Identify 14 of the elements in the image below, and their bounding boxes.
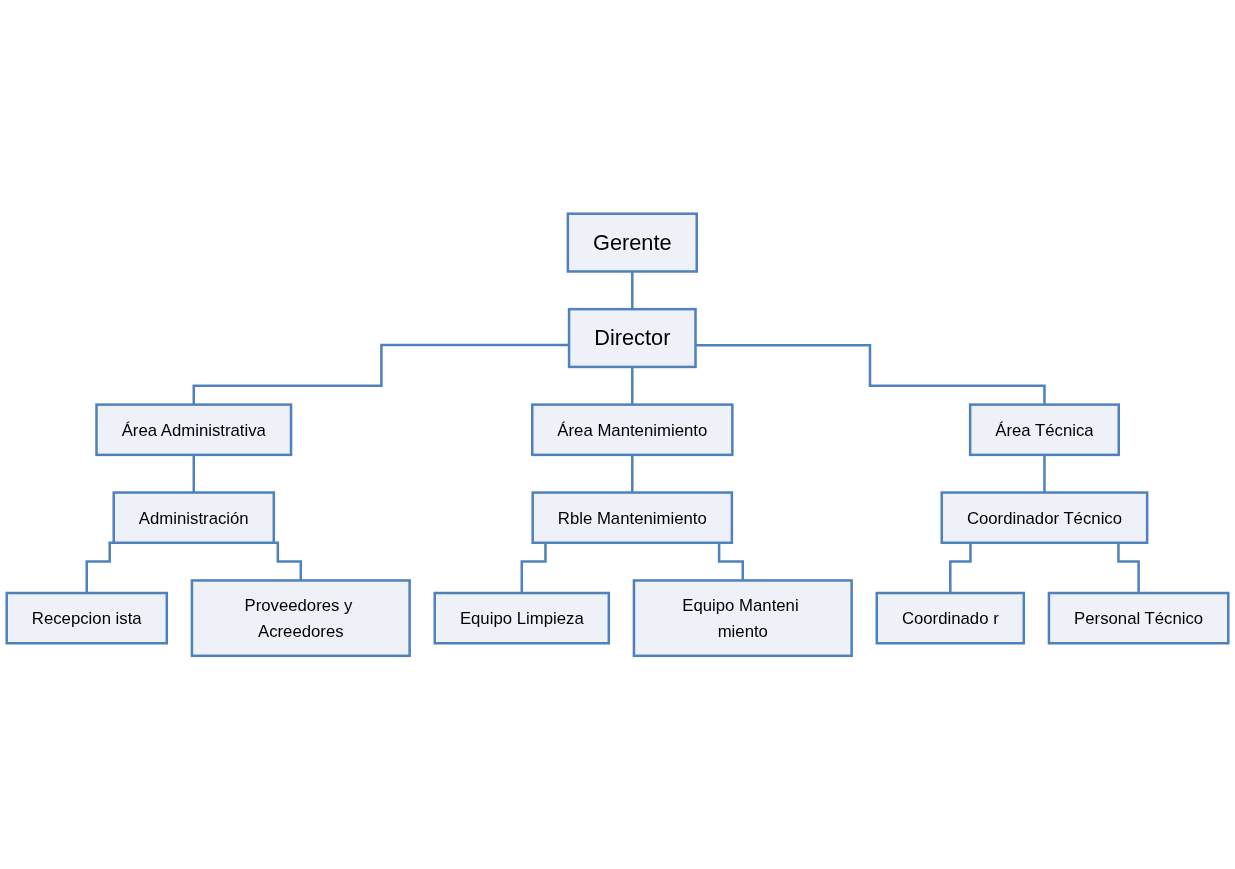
node-box: Administración	[112, 491, 276, 544]
node-box: Personal Técnico	[1047, 591, 1230, 645]
node-box: Equipo Manteni miento	[632, 578, 853, 657]
node-box: Coordinado r	[875, 591, 1026, 645]
node-box: Gerente	[566, 212, 698, 273]
node-box: Proveedores y Acreedores	[190, 578, 411, 657]
node-box: Rble Mantenimiento	[531, 491, 734, 544]
node-box: Área Técnica	[968, 403, 1121, 456]
node-box: Coordinador Técnico	[940, 491, 1149, 544]
node-box: Recepcion ista	[5, 591, 169, 645]
node-box: Director	[567, 307, 697, 368]
node-box: Área Administrativa	[95, 403, 293, 456]
node-box: Área Mantenimiento	[530, 403, 734, 456]
node-box: Equipo Limpieza	[433, 591, 611, 645]
